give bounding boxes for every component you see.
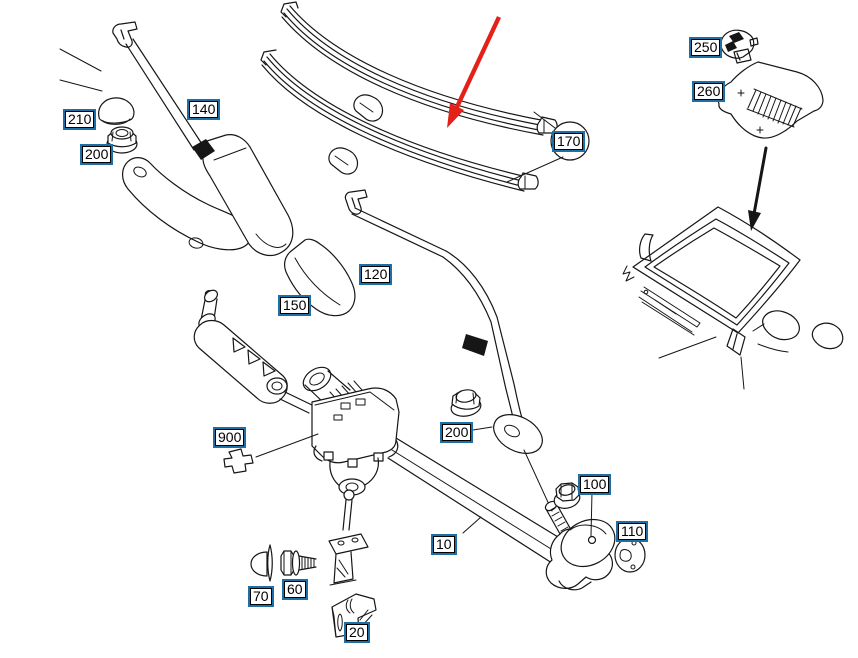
wipers-on-glass <box>638 286 701 336</box>
wiper-blade-top-drawing <box>280 1 558 136</box>
bracket-20-drawing <box>331 593 377 638</box>
part-number: 70 <box>250 588 272 605</box>
part-label-140[interactable]: 140 <box>187 99 221 120</box>
crank-ball-joint <box>343 489 355 501</box>
part-number: 120 <box>361 266 391 283</box>
part-label-210[interactable]: 210 <box>63 109 97 130</box>
wiper-blade-bottom-drawing <box>260 49 539 192</box>
clip-900-drawing <box>223 433 319 474</box>
arm-hook <box>112 21 138 48</box>
part-number: 110 <box>618 523 647 540</box>
part-number: 170 <box>554 133 584 150</box>
black-arrow <box>748 146 768 231</box>
leader-lines <box>59 48 103 92</box>
cap-210-drawing <box>98 97 135 125</box>
part-number: 150 <box>280 297 310 314</box>
wiper-motor-drawing <box>302 366 400 531</box>
part-label-150[interactable]: 150 <box>278 295 312 316</box>
part-label-200-top[interactable]: 200 <box>80 144 114 165</box>
part-number: 900 <box>215 429 245 446</box>
part-number: 60 <box>284 581 306 598</box>
a-pillar-ear <box>639 233 654 262</box>
part-number: 250 <box>691 39 721 56</box>
arm-mount-paddle <box>493 414 543 454</box>
part-label-10[interactable]: 10 <box>431 534 457 555</box>
leader-line-10 <box>462 516 482 534</box>
part-label-120[interactable]: 120 <box>359 264 393 285</box>
pivot-assembly-drawing <box>544 500 616 591</box>
part-number: 200 <box>442 424 472 441</box>
blade-adapter-clip <box>353 94 384 122</box>
part-label-100[interactable]: 100 <box>578 474 612 495</box>
wiper-arm-120-drawing <box>344 189 553 512</box>
part-label-250[interactable]: 250 <box>689 37 723 58</box>
part-number: 20 <box>346 624 368 641</box>
rain-sensor-drawing <box>720 29 759 64</box>
blade-adapter-clip <box>328 147 359 175</box>
windshield-drawing <box>622 206 844 390</box>
part-label-70[interactable]: 70 <box>248 586 274 607</box>
pivot-plate <box>560 518 616 568</box>
part-label-900[interactable]: 900 <box>213 427 247 448</box>
part-number: 100 <box>580 476 610 493</box>
wiper-arm-140-drawing <box>112 21 294 257</box>
part-number: 10 <box>433 536 455 553</box>
nut-200-arm-drawing <box>450 389 482 417</box>
part-number: 210 <box>65 111 95 128</box>
part-label-260[interactable]: 260 <box>692 81 726 102</box>
mirror <box>762 310 800 341</box>
washer-70-drawing <box>250 544 273 582</box>
mount-bracket-drawing <box>328 533 369 586</box>
nut-200-top-drawing <box>106 126 138 154</box>
nut-100-drawing <box>553 482 593 537</box>
red-arrow <box>447 16 501 128</box>
sensor-cover-drawing <box>717 61 824 139</box>
part-number: 140 <box>189 101 219 118</box>
part-number: 200 <box>82 146 112 163</box>
arm-hook <box>344 189 368 215</box>
linkage-arm-drawing <box>193 289 315 414</box>
part-label-110[interactable]: 110 <box>616 521 649 542</box>
part-label-170[interactable]: 170 <box>552 131 586 152</box>
part-label-200-arm[interactable]: 200 <box>440 422 474 443</box>
part-label-60[interactable]: 60 <box>282 579 308 600</box>
part-label-20[interactable]: 20 <box>344 622 370 643</box>
bolt-60-drawing <box>280 550 317 576</box>
seal-110-drawing <box>614 537 646 573</box>
part-number: 260 <box>694 83 724 100</box>
